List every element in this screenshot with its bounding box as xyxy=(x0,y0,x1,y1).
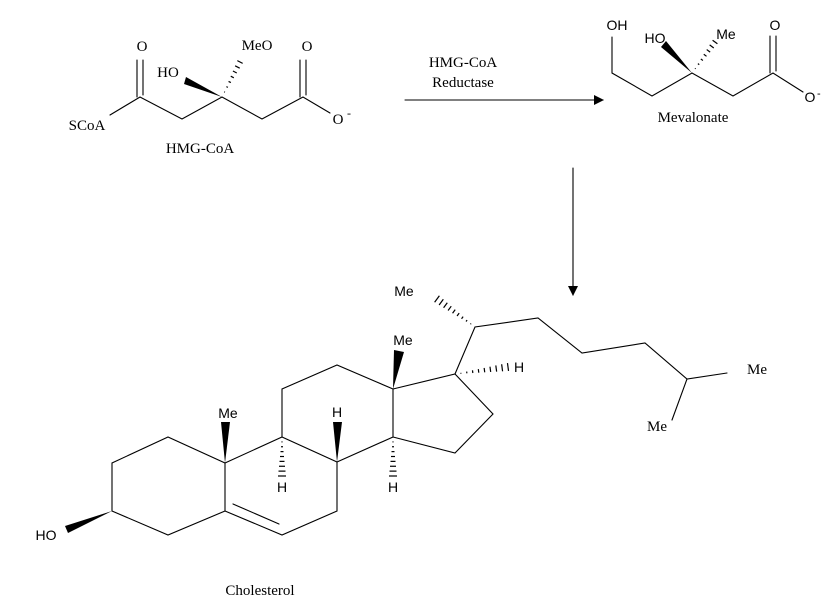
methyl-label: Me xyxy=(394,283,414,299)
hydroxyl-label: HO xyxy=(157,65,179,81)
ring-c xyxy=(281,364,394,463)
hash-line xyxy=(461,316,464,320)
enzyme-label: HMG-CoA xyxy=(429,55,498,71)
hash-line xyxy=(483,367,486,373)
hash-line xyxy=(234,65,240,69)
hash-line xyxy=(232,70,238,74)
hydroxyl-label: HO xyxy=(36,527,57,543)
methyl-label: Me xyxy=(716,26,736,42)
carboxylate-label: O xyxy=(333,112,344,128)
oxygen-label: O xyxy=(302,39,313,55)
hash-line xyxy=(447,305,452,311)
hash-line xyxy=(237,60,243,64)
hash-line xyxy=(470,323,472,325)
double-bond xyxy=(232,503,280,525)
hash-line xyxy=(703,53,707,57)
hash-line xyxy=(709,44,715,49)
hash-line xyxy=(452,309,456,314)
hydroxyl-label: OH xyxy=(607,17,628,33)
hash-line xyxy=(495,365,498,372)
charge-label: - xyxy=(817,88,821,100)
carboxylate-label: O xyxy=(805,89,816,105)
wedge-bond xyxy=(333,422,342,462)
ring-d xyxy=(392,373,494,454)
methoxy-label: MeO xyxy=(242,38,273,54)
hydrogen-label: H xyxy=(514,359,524,375)
mevalonate-backbone xyxy=(611,36,804,97)
hash-line xyxy=(697,63,700,66)
mevalonate-structure: OH HO Me O O - Mevalonate xyxy=(607,17,822,126)
wedge-bond xyxy=(65,511,112,533)
hash-line xyxy=(456,312,460,317)
hashed-bond xyxy=(460,362,510,374)
hashed-bond xyxy=(278,441,286,477)
hashed-bond xyxy=(389,441,397,477)
oxygen-label: O xyxy=(770,17,781,33)
hash-line xyxy=(226,86,229,88)
wedge-bond xyxy=(221,422,230,463)
hydroxyl-label: HO xyxy=(645,30,666,46)
hash-line xyxy=(506,362,510,372)
hmg-coa-backbone xyxy=(109,96,331,120)
hash-line xyxy=(230,75,235,79)
hash-line xyxy=(712,39,718,45)
enzyme-label: Reductase xyxy=(432,75,494,91)
methyl-label: Me xyxy=(393,332,413,348)
wedge-bond xyxy=(661,41,692,73)
methyl-label: Me xyxy=(747,362,767,378)
cholesterol-structure: HO Me Me Me H H H H Me Me Cholesterol xyxy=(36,283,768,599)
methyl-label: Me xyxy=(218,405,238,421)
hash-line xyxy=(443,302,448,309)
side-chain-bond xyxy=(671,378,688,421)
methyl-label: Me xyxy=(647,419,667,435)
hmg-coa-name: HMG-CoA xyxy=(166,141,235,157)
hash-line xyxy=(706,49,711,53)
hydrogen-label: H xyxy=(388,479,398,495)
cholesterol-name: Cholesterol xyxy=(225,583,294,599)
wedge-bond xyxy=(393,350,404,389)
hash-line xyxy=(700,58,704,61)
ring-a xyxy=(111,436,226,536)
charge-label: - xyxy=(347,106,351,120)
hash-line xyxy=(694,67,696,70)
wedge-bond xyxy=(184,77,222,97)
hydrogen-label: H xyxy=(332,404,342,420)
scoa-label: SCoA xyxy=(69,118,106,134)
hash-line xyxy=(438,298,444,306)
ring-b xyxy=(224,436,338,536)
hash-line xyxy=(434,295,440,303)
hashed-bond xyxy=(694,39,718,70)
hydrogen-label: H xyxy=(277,479,287,495)
hmg-coa-structure: O O HO MeO SCoA O - HMG-CoA xyxy=(69,38,351,157)
hashed-bond xyxy=(223,60,243,93)
oxygen-label: O xyxy=(137,39,148,55)
hash-line xyxy=(228,80,232,84)
hash-line xyxy=(489,366,492,373)
hashed-bond xyxy=(434,295,472,325)
mevalonate-name: Mevalonate xyxy=(658,110,729,126)
hash-line xyxy=(465,319,468,322)
hash-line xyxy=(501,364,504,372)
